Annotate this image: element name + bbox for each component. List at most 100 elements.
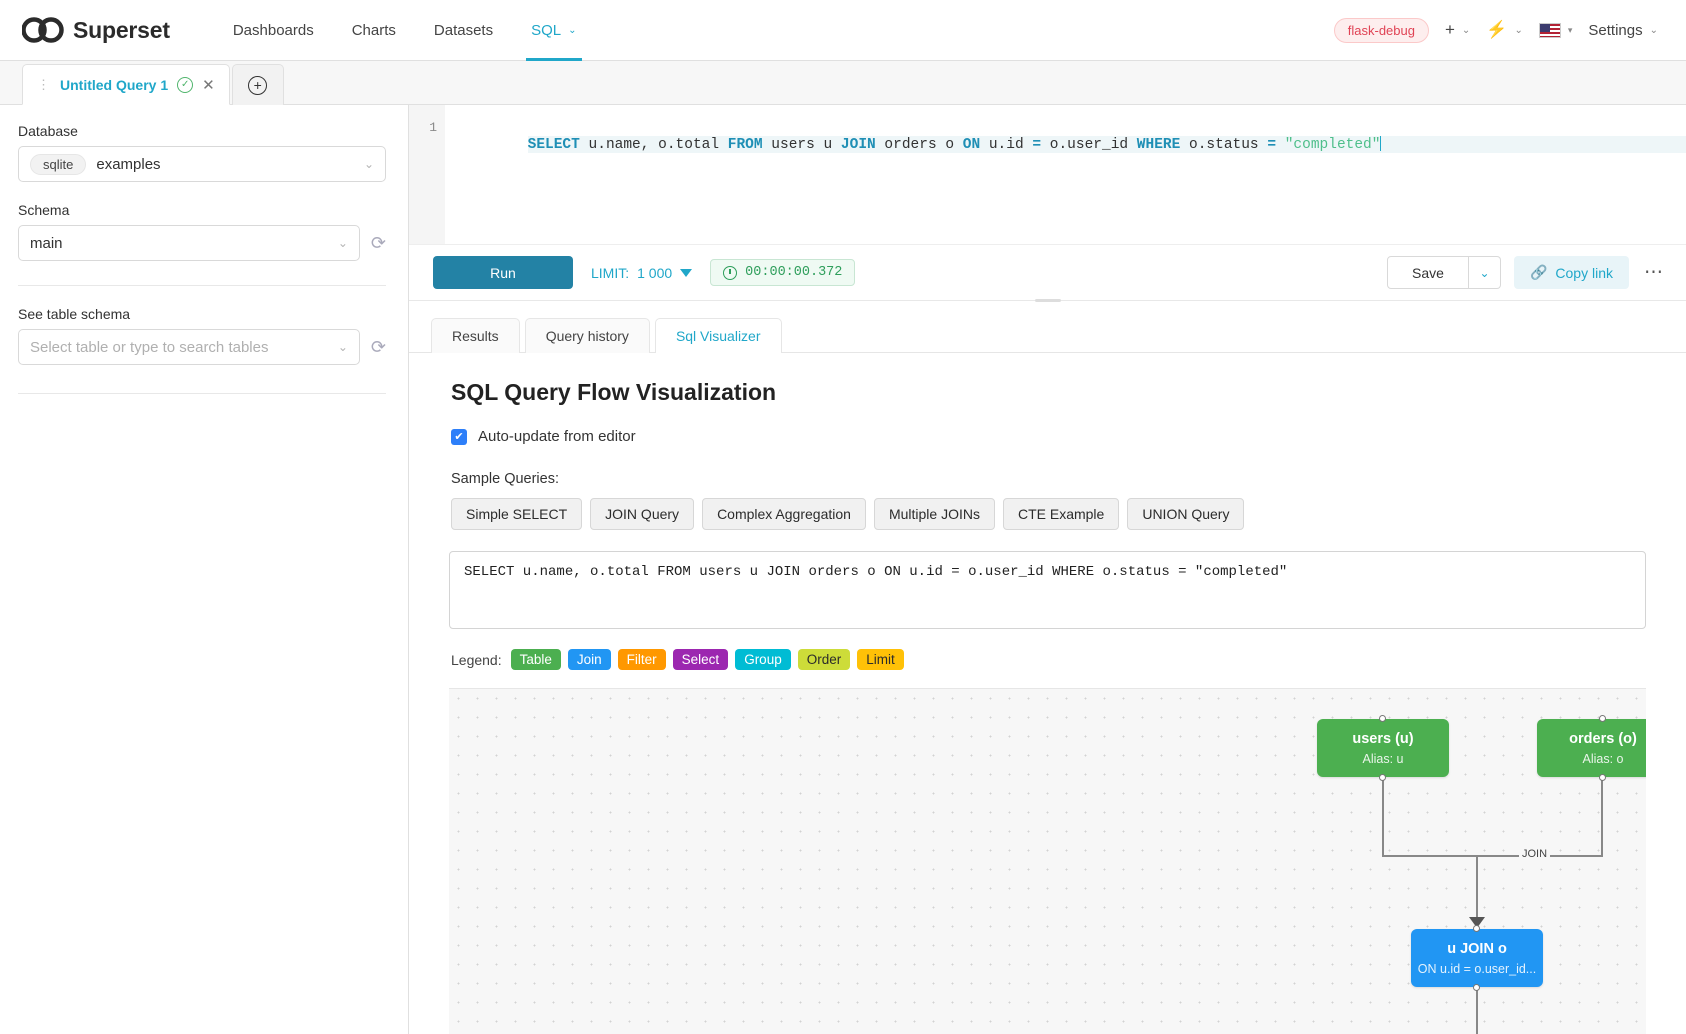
right-pane: 1 SELECT u.name, o.total FROM users u JO… [409, 105, 1686, 1034]
bolt-menu-button[interactable]: ⚡ ⌄ [1486, 20, 1523, 40]
left-sidebar: Database sqlite examples ⌄ Schema main ⌄… [0, 105, 409, 1034]
node-port-bottom [1379, 774, 1386, 781]
more-options-icon[interactable]: ⋯ [1644, 262, 1664, 283]
tab-query-history[interactable]: Query history [524, 318, 650, 353]
nav-link-dashboards[interactable]: Dashboards [214, 0, 333, 61]
brand[interactable]: Superset [21, 17, 170, 44]
table-select-placeholder: Select table or type to search tables [30, 338, 269, 356]
nav-link-datasets[interactable]: Datasets [415, 0, 512, 61]
legend-chip-group: Group [735, 649, 791, 670]
query-flow-canvas[interactable]: JOIN users (u) Alias: u orders (o) Alias… [449, 689, 1646, 1034]
save-button-group: Save ⌄ [1387, 256, 1501, 289]
database-engine-badge: sqlite [30, 153, 87, 175]
caret-down-icon [680, 268, 693, 277]
sql-editor[interactable]: 1 SELECT u.name, o.total FROM users u JO… [409, 105, 1686, 245]
sample-query-union-query[interactable]: UNION Query [1127, 498, 1245, 530]
node-title: orders (o) [1569, 730, 1637, 747]
auto-update-checkbox[interactable]: ✔ [451, 428, 467, 445]
timer-value: 00:00:00.372 [745, 265, 843, 280]
sample-queries-label: Sample Queries: [451, 471, 559, 487]
editor-code-area[interactable]: SELECT u.name, o.total FROM users u JOIN… [445, 105, 1686, 244]
legend-chip-limit: Limit [857, 649, 904, 670]
caret-down-icon: ▾ [1567, 24, 1573, 35]
node-orders[interactable]: orders (o) Alias: o [1537, 715, 1646, 781]
add-query-tab-button[interactable]: + [231, 64, 284, 105]
refresh-schema-icon[interactable]: ⟳ [370, 232, 386, 253]
copy-link-label: Copy link [1555, 264, 1613, 281]
sample-query-complex-aggregation[interactable]: Complex Aggregation [702, 498, 866, 530]
editor-gutter: 1 [409, 105, 445, 244]
bolt-icon: ⚡ [1486, 20, 1508, 39]
tab-label: Results [452, 328, 499, 344]
link-icon: 🔗 [1529, 264, 1548, 280]
legend-chip-join: Join [567, 649, 611, 670]
schema-label: Schema [18, 202, 70, 218]
edge-label-join: JOIN [1519, 848, 1551, 860]
nav-link-charts[interactable]: Charts [333, 0, 415, 61]
node-port-top [1379, 715, 1386, 722]
limit-dropdown[interactable]: LIMIT: 1 000 [591, 264, 693, 281]
close-icon[interactable]: ✕ [202, 76, 215, 94]
top-navbar: Superset Dashboards Charts Datasets SQL … [0, 0, 1686, 61]
nav-link-sql[interactable]: SQL ⌄ [512, 0, 595, 61]
refresh-tables-icon[interactable]: ⟳ [370, 336, 386, 357]
legend: Legend: Table Join Filter Select Group O… [451, 649, 1646, 670]
divider [18, 393, 386, 394]
schema-select[interactable]: main ⌄ [18, 225, 360, 261]
run-button[interactable]: Run [433, 256, 573, 289]
save-options-caret-icon[interactable]: ⌄ [1468, 256, 1501, 289]
schema-value: main [30, 234, 63, 252]
nav-link-label: Datasets [433, 21, 494, 39]
chevron-down-icon: ⌄ [1461, 24, 1471, 36]
language-selector[interactable]: ▾ [1538, 22, 1573, 38]
nav-link-label: Charts [351, 21, 396, 39]
divider [18, 285, 386, 286]
query-textarea[interactable] [449, 551, 1646, 629]
table-select[interactable]: Select table or type to search tables ⌄ [18, 329, 360, 365]
limit-value: 1 000 [637, 264, 673, 281]
sample-query-cte-example[interactable]: CTE Example [1002, 498, 1120, 530]
auto-update-label: Auto-update from editor [478, 428, 636, 445]
main-area: Database sqlite examples ⌄ Schema main ⌄… [0, 105, 1686, 1034]
plus-circle-icon: + [248, 75, 268, 95]
chevron-down-icon: ⌄ [568, 24, 577, 36]
chevron-down-icon: ⌄ [337, 340, 348, 354]
node-users[interactable]: users (u) Alias: u [1317, 715, 1449, 781]
sample-query-simple-select[interactable]: Simple SELECT [451, 498, 583, 530]
clock-icon [723, 265, 738, 280]
sample-query-join-query[interactable]: JOIN Query [590, 498, 695, 530]
panel-resize-handle[interactable] [1034, 299, 1061, 302]
drag-handle-icon[interactable]: ⋮ [37, 76, 51, 92]
divider [449, 688, 1646, 689]
query-timer: 00:00:00.372 [710, 259, 856, 286]
node-join[interactable]: u JOIN o ON u.id = o.user_id... [1411, 925, 1543, 991]
navbar-right: flask-debug + ⌄ ⚡ ⌄ ▾ Settings ⌄ [1333, 17, 1664, 43]
new-menu-button[interactable]: + ⌄ [1445, 20, 1470, 40]
database-select[interactable]: sqlite examples ⌄ [18, 146, 386, 182]
nav-link-label: Dashboards [232, 21, 314, 39]
node-port-top [1473, 925, 1480, 932]
line-number: 1 [429, 120, 437, 135]
tab-results[interactable]: Results [431, 318, 520, 353]
tab-sql-visualizer[interactable]: Sql Visualizer [654, 318, 782, 353]
query-tab-untitled-query-1[interactable]: ⋮ Untitled Query 1 ✓ ✕ [22, 64, 230, 105]
copy-link-button[interactable]: 🔗 Copy link [1513, 256, 1629, 289]
editor-line-1: SELECT u.name, o.total FROM users u JOIN… [527, 136, 1686, 153]
us-flag-icon [1538, 22, 1561, 38]
editor-toolbar: Run LIMIT: 1 000 00:00:00.372 Save ⌄ 🔗 C… [409, 245, 1686, 302]
auto-update-row[interactable]: ✔ Auto-update from editor [451, 428, 1646, 445]
settings-menu[interactable]: Settings ⌄ [1588, 22, 1658, 39]
edge-to-join [1476, 855, 1478, 927]
legend-chip-order: Order [797, 649, 851, 670]
sample-query-multiple-joins[interactable]: Multiple JOINs [873, 498, 995, 530]
table-schema-label: See table schema [18, 306, 131, 322]
save-button[interactable]: Save [1387, 256, 1469, 289]
node-subtitle: ON u.id = o.user_id... [1417, 961, 1537, 976]
node-title: u JOIN o [1447, 940, 1507, 957]
nav-links: Dashboards Charts Datasets SQL ⌄ [214, 0, 596, 61]
tab-label: Sql Visualizer [675, 328, 761, 344]
toolbar-right: Save ⌄ 🔗 Copy link ⋯ [1387, 256, 1664, 289]
legend-label: Legend: [451, 651, 502, 668]
result-panel-tabs: Results Query history Sql Visualizer [409, 301, 1686, 353]
database-value: examples [96, 155, 161, 173]
